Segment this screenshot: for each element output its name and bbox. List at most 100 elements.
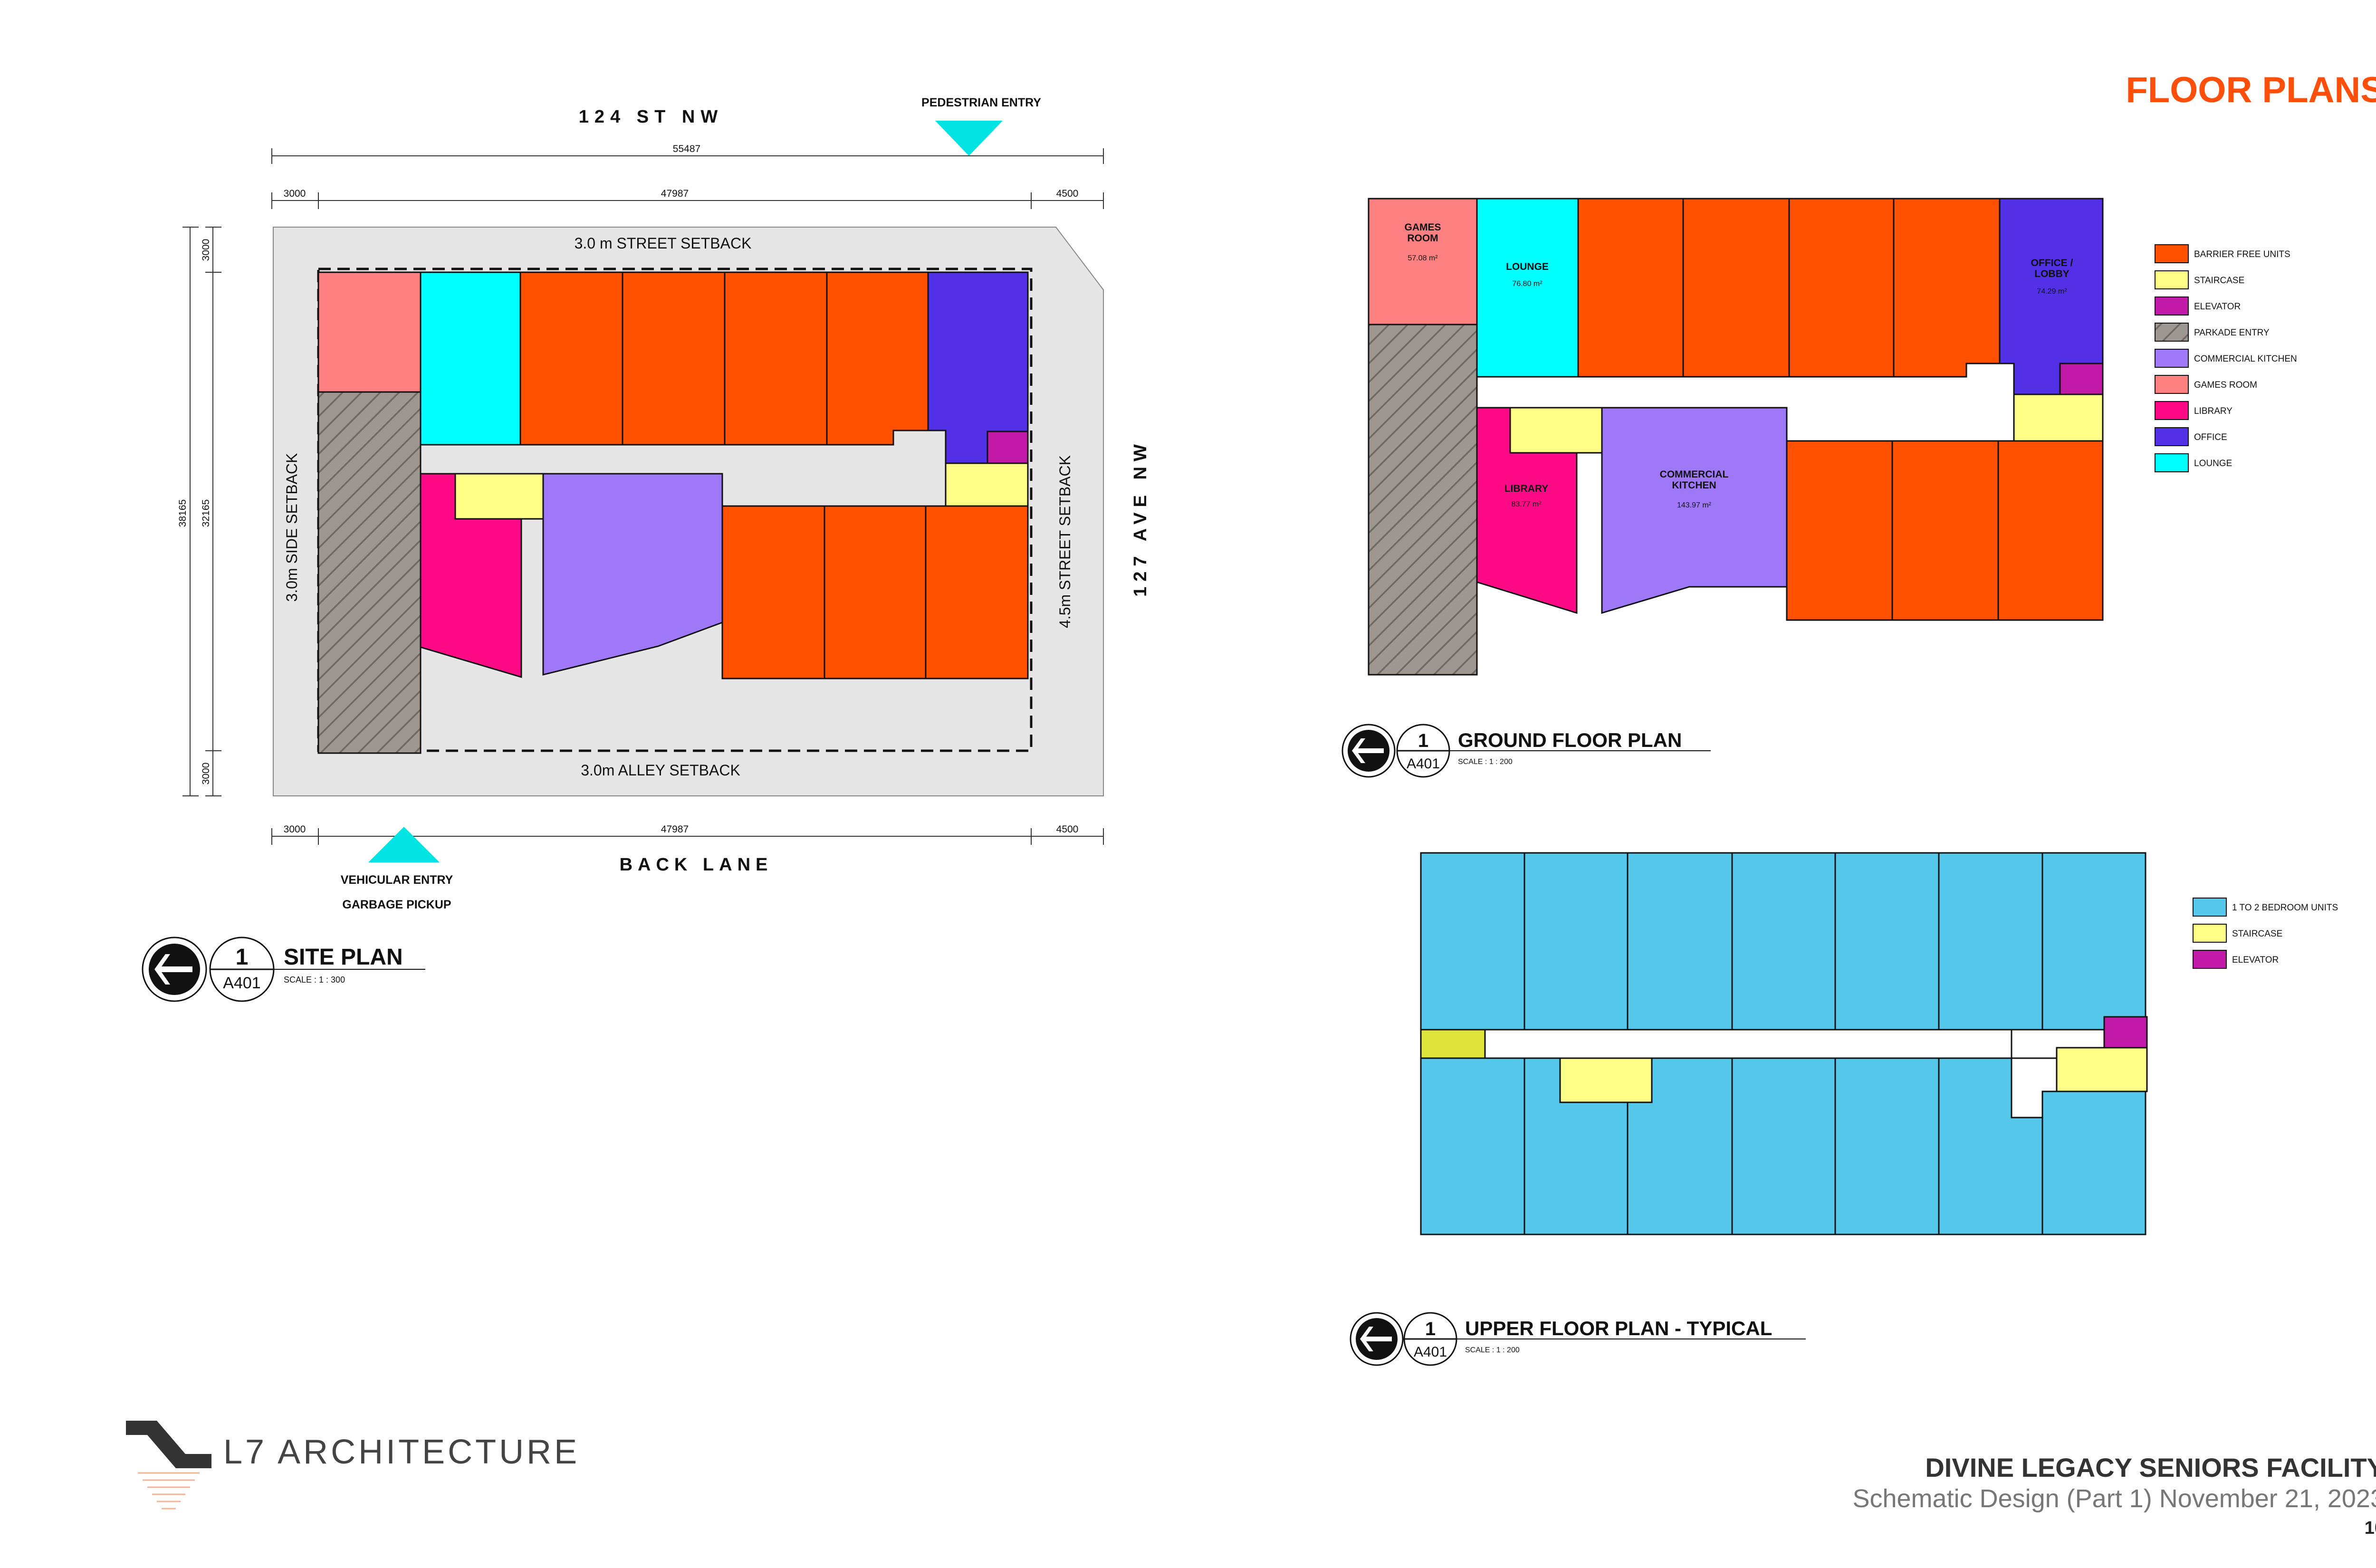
setback-right-label: 4.5m STREET SETBACK [1056,455,1073,628]
site-lounge [420,271,521,446]
ground-tag-scale: SCALE : 1 : 200 [1458,758,1513,766]
site-parkade-entry [317,391,422,754]
logo-text: L7 ARCHITECTURE [223,1433,580,1471]
legend-office: OFFICE [2194,432,2227,442]
ground-legend: BARRIER FREE UNITS STAIRCASE ELEVATOR PA… [2155,244,2297,472]
legend-bedroom-units: 1 TO 2 BEDROOM UNITS [2232,903,2338,913]
dim-total-width: 55487 [673,143,700,154]
site-elevator [987,430,1029,464]
dim-bottom-mid: 47987 [661,824,689,835]
vehicular-entry-label: VEHICULAR ENTRY [341,873,453,887]
ground-staircase-west [1509,407,1603,454]
dim-bottom-height: 3000 [201,763,211,785]
ground-kitchen-area: 143.97 m² [1677,501,1712,509]
setback-bottom-label: 3.0m ALLEY SETBACK [581,762,740,779]
north-arrow-icon [154,954,192,985]
upper-staircase-west [1559,1057,1653,1103]
dimensions-left [182,227,221,796]
ground-lounge [1476,198,1579,378]
garbage-pickup-label: GARBAGE PICKUP [342,898,451,911]
upper-corridor-end [1420,1029,1486,1059]
site-building [317,271,1029,754]
vehicular-entry-marker [368,827,440,862]
street-label-top: 124 ST NW [579,107,723,127]
site-games-room [317,271,422,393]
legend-lounge: LOUNGE [2194,459,2232,468]
dim-right-width: 4500 [1056,188,1079,199]
north-arrow-icon [1360,1327,1392,1351]
dim-bottom-left: 3000 [284,824,306,835]
l7-logo: L7 ARCHITECTURE [126,1421,580,1510]
north-arrow-icon [1352,738,1384,763]
legend-staircase: STAIRCASE [2194,276,2244,286]
upper-tag-scale: SCALE : 1 : 200 [1465,1346,1520,1354]
site-staircase-west [454,473,544,520]
upper-tag-sheet: A401 [1414,1344,1447,1360]
upper-plan-tag: 1 A401 UPPER FLOOR PLAN - TYPICAL SCALE … [1350,1312,1806,1366]
page-number: 10 [2365,1518,2376,1538]
ground-plan-tag: 1 A401 GROUND FLOOR PLAN SCALE : 1 : 200 [1341,724,1711,778]
ground-library-label: LIBRARY [1504,483,1549,494]
dim-inner-height: 32165 [201,499,211,527]
site-tag-number: 1 [236,945,249,970]
ground-lounge-area: 76.80 m² [1512,280,1542,288]
ground-elevator [2059,363,2104,395]
legend-parkade: PARKADE ENTRY [2194,328,2270,338]
site-plan: 124 ST NW PEDESTRIAN ENTRY 55487 3000 47… [142,96,1150,1002]
logo-mark-icon [126,1421,211,1468]
ground-games-area: 57.08 m² [1408,254,1438,262]
ground-staircase-east [2013,393,2104,442]
pedestrian-entry-label: PEDESTRIAN ENTRY [921,96,1041,109]
project-name: DIVINE LEGACY SENIORS FACILITY [1925,1453,2376,1482]
legend-barrier-free: BARRIER FREE UNITS [2194,249,2290,259]
ground-tag-sheet: A401 [1407,756,1440,772]
ground-tag-number: 1 [1418,730,1428,751]
site-staircase-east [945,462,1029,507]
legend-elevator: ELEVATOR [2194,302,2241,312]
ground-parkade-entry [1368,324,1478,676]
ground-office-area: 74.29 m² [2037,287,2067,296]
ground-commercial-kitchen [1601,407,1788,614]
legend-library: LIBRARY [2194,406,2232,416]
ground-units-south [1786,440,2104,621]
upper-units-south [1420,1057,2146,1235]
dim-bottom-right: 4500 [1056,824,1079,835]
dim-top-height: 3000 [201,239,211,261]
pedestrian-entry-marker [935,121,1003,156]
upper-legend: 1 TO 2 BEDROOM UNITS STAIRCASE ELEVATOR [2193,898,2338,969]
legend-games: GAMES ROOM [2194,380,2257,390]
ground-lounge-label: LOUNGE [1506,261,1549,272]
legend-kitchen: COMMERCIAL KITCHEN [2194,354,2297,364]
upper-units-north [1420,852,2146,1031]
ground-library-area: 83.77 m² [1511,500,1542,508]
project-subtitle: Schematic Design (Part 1) November 21, 2… [1852,1484,2376,1513]
site-units-south [721,505,1029,679]
site-plan-tag: 1 A401 SITE PLAN SCALE : 1 : 300 [142,937,425,1002]
ground-library [1476,407,1578,614]
upper-elevator [2103,1016,2148,1049]
site-tag-title: SITE PLAN [284,945,403,970]
site-library [420,473,522,679]
ground-games-room [1368,198,1478,325]
page-title: FLOOR PLANS [2126,70,2376,110]
setback-top-label: 3.0 m STREET SETBACK [575,235,752,252]
site-tag-sheet: A401 [223,974,260,992]
upper-floor-plan: 1 TO 2 BEDROOM UNITS STAIRCASE ELEVATOR … [1350,852,2338,1366]
site-commercial-kitchen [542,473,723,676]
ground-office-label: OFFICE /LOBBY [2031,258,2073,279]
dim-left-width: 3000 [284,188,306,199]
legend-upper-staircase: STAIRCASE [2232,929,2282,939]
upper-staircase-east [2056,1047,2148,1092]
street-label-bottom: BACK LANE [620,855,773,875]
dim-total-height: 38165 [177,499,188,527]
dim-mid-width: 47987 [661,188,689,199]
upper-tag-title: UPPER FLOOR PLAN - TYPICAL [1465,1317,1772,1339]
upper-tag-number: 1 [1425,1319,1436,1339]
site-tag-scale: SCALE : 1 : 300 [284,975,345,985]
legend-upper-elevator: ELEVATOR [2232,955,2279,965]
ground-tag-title: GROUND FLOOR PLAN [1458,729,1682,751]
